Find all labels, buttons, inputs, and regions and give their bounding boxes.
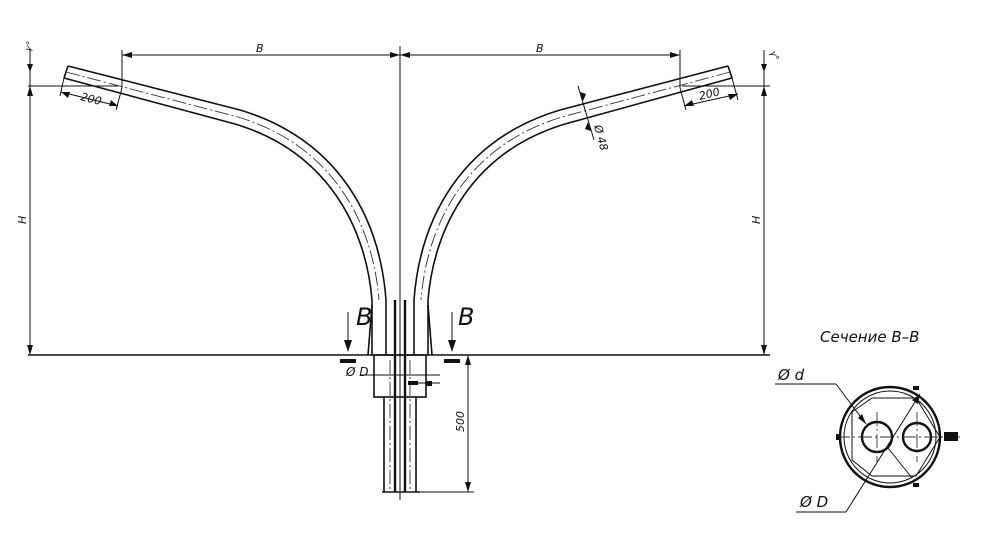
section-mark-left: B bbox=[356, 303, 372, 331]
large-diameter-label: Ø D bbox=[799, 493, 828, 511]
section-cut-right: B bbox=[444, 303, 474, 363]
angle-label-left: γ° bbox=[23, 40, 36, 53]
dimension-span-right: B bbox=[400, 42, 681, 88]
dimension-tip-left: 200 bbox=[59, 77, 123, 111]
central-post bbox=[367, 300, 433, 356]
sleeve-diameter-label: Ø D bbox=[345, 365, 369, 379]
pipe-diameter-label: Ø 48 bbox=[591, 122, 611, 152]
angle-label-right: γ° bbox=[767, 50, 780, 63]
height-label-right: H bbox=[750, 216, 763, 224]
angle-mark-right: γ° bbox=[761, 50, 780, 86]
section-mark-right: B bbox=[458, 303, 474, 331]
dimension-tip-right: 200 bbox=[679, 77, 739, 111]
right-arm bbox=[413, 65, 733, 301]
plate-outline bbox=[851, 397, 941, 477]
section-cut-left: B bbox=[340, 303, 372, 363]
span-label-left: B bbox=[256, 42, 264, 55]
dimension-height-left: H bbox=[16, 86, 33, 355]
base-sleeve bbox=[360, 354, 440, 493]
dimension-span-left: B bbox=[121, 42, 400, 88]
dimension-height-right: H bbox=[750, 86, 767, 355]
height-label-left: H bbox=[16, 216, 29, 224]
tip-label-right: 200 bbox=[698, 85, 722, 103]
embed-depth-label: 500 bbox=[454, 411, 467, 432]
span-label-right: B bbox=[536, 42, 544, 55]
angle-mark-left: γ° bbox=[23, 40, 36, 86]
section-title: Сечение B–B bbox=[820, 328, 919, 346]
section-view: Сечение B–B Ø d Ø D bbox=[775, 328, 960, 513]
small-diameter-label: Ø d bbox=[777, 366, 805, 384]
tip-label-left: 200 bbox=[79, 90, 103, 108]
left-arm bbox=[63, 65, 387, 301]
dimension-embed-depth: 500 bbox=[420, 354, 474, 493]
